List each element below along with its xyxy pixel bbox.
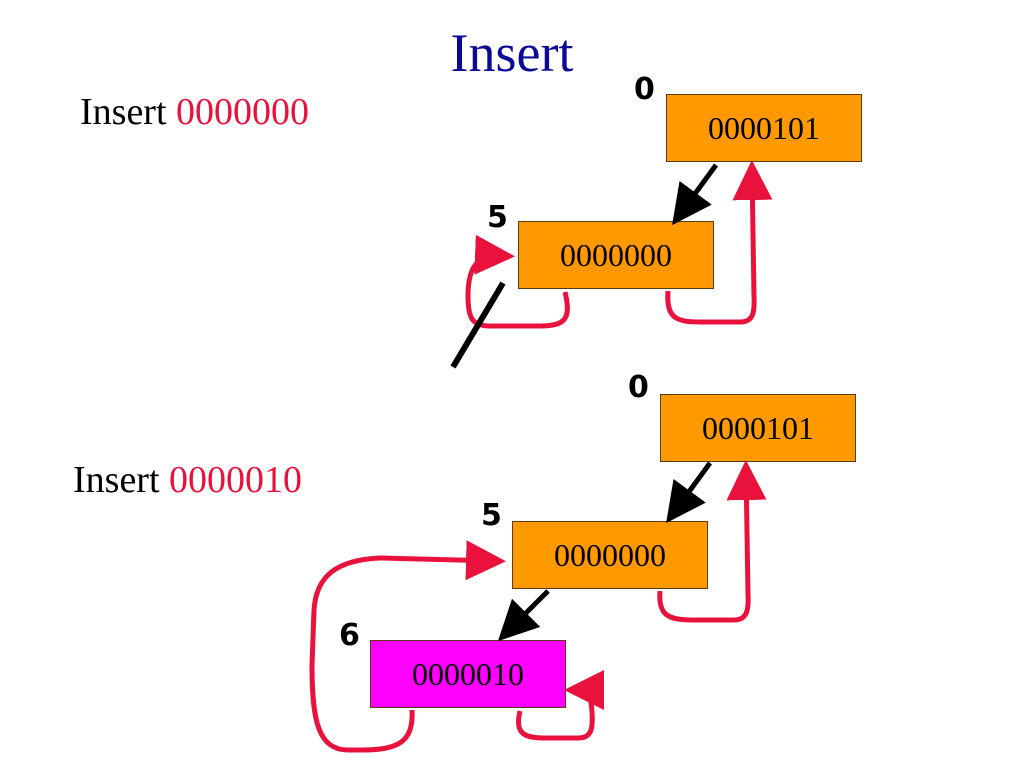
self-loop-arrow: [516, 670, 605, 741]
back-pointer-arrow: [309, 540, 506, 753]
back-pointer-arrow: [657, 460, 767, 623]
self-loop-arrow: [465, 234, 570, 329]
trie-node-child: 0000000: [512, 521, 708, 589]
null-pointer-line: [450, 281, 506, 369]
caption-prefix: Insert: [80, 91, 167, 133]
child-pointer-arrow: [672, 163, 719, 226]
caption-value: 0000000: [176, 91, 310, 133]
trie-node-new: 0000010: [370, 640, 566, 708]
node-index-label: 6: [339, 618, 360, 653]
trie-node-root: 0000101: [666, 94, 862, 162]
slide-title: Insert: [450, 23, 574, 83]
trie-node-root: 0000101: [660, 394, 856, 462]
node-index-label: 5: [487, 200, 508, 235]
back-pointer-arrow: [665, 160, 773, 325]
caption-prefix: Insert: [73, 459, 160, 501]
caption-value: 0000010: [169, 459, 303, 501]
insert-caption-top: Insert 0000000: [80, 90, 309, 134]
node-index-label: 0: [628, 370, 649, 405]
node-index-label: 5: [481, 498, 502, 533]
insert-caption-bottom: Insert 0000010: [73, 458, 302, 502]
trie-node-child: 0000000: [518, 221, 714, 289]
child-pointer-arrow: [666, 461, 713, 524]
child-pointer-arrow: [497, 589, 550, 642]
node-index-label: 0: [634, 72, 655, 107]
